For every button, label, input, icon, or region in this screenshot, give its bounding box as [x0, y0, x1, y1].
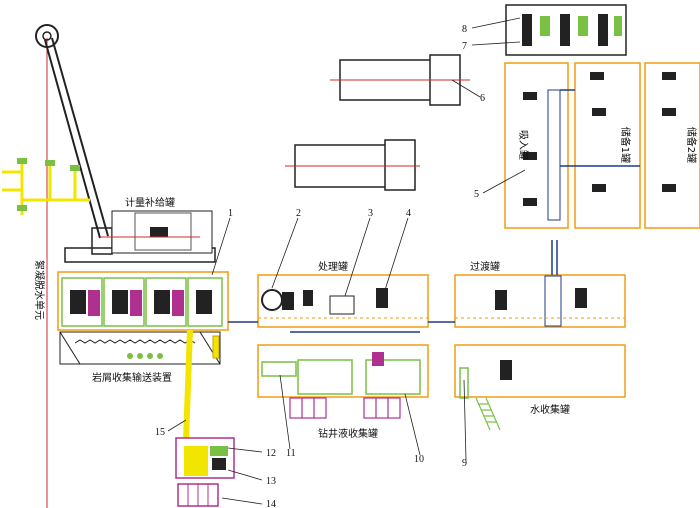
treatment-tank	[257, 274, 429, 328]
water-tank-ladder	[475, 397, 501, 431]
callout-11: 11	[286, 448, 296, 459]
callout-7: 7	[462, 41, 467, 52]
drilling-fluid-tank	[257, 344, 429, 398]
callout-4: 4	[406, 208, 411, 219]
callout-8: 8	[462, 24, 467, 35]
left-valve-icons	[17, 158, 80, 211]
mud-baskets	[289, 397, 401, 419]
treatment-tank-label: 处理罐	[318, 260, 348, 273]
callout-3: 3	[368, 208, 373, 219]
callout-1: 1	[228, 208, 233, 219]
shaker-unit	[57, 271, 229, 331]
callout-12: 12	[266, 448, 276, 459]
pump-panel	[505, 4, 627, 56]
water-tank-label: 水收集罐	[530, 403, 570, 416]
callout-2: 2	[296, 208, 301, 219]
dewatering-unit-label: 絮凝脱水单元	[33, 260, 46, 320]
pump-skid-upper	[330, 54, 470, 106]
storage-tank-2-label: 储备2罐	[685, 127, 698, 163]
callout-14: 14	[266, 499, 276, 508]
skip-unit-lower	[177, 483, 219, 507]
water-tank	[454, 344, 626, 399]
metering-tank	[100, 210, 213, 254]
callout-leaders	[167, 17, 526, 505]
cuttings-conveyor-label: 岩屑收集输送装置	[92, 371, 172, 384]
callout-13: 13	[266, 476, 276, 487]
drilling-fluid-tank-label: 钻井液收集罐	[318, 427, 378, 440]
skip-unit-upper	[175, 437, 235, 479]
callout-6: 6	[480, 93, 485, 104]
callout-10: 10	[414, 454, 424, 465]
yellow-chute	[183, 329, 193, 441]
metering-tank-label: 计量补给罐	[125, 196, 175, 209]
callout-15: 15	[155, 427, 165, 438]
pump-skid-lower	[285, 139, 420, 191]
callout-9: 9	[462, 458, 467, 469]
storage-tank-1-label: 储备1罐	[619, 127, 632, 163]
transition-tank	[454, 274, 626, 328]
callout-5: 5	[474, 189, 479, 200]
storage-tank-group	[504, 62, 700, 229]
suction-tank-label: 吸入罐	[517, 130, 530, 160]
cuttings-conveyor	[59, 331, 221, 365]
transition-tank-label: 过渡罐	[470, 260, 500, 273]
main-pipes	[228, 240, 558, 333]
